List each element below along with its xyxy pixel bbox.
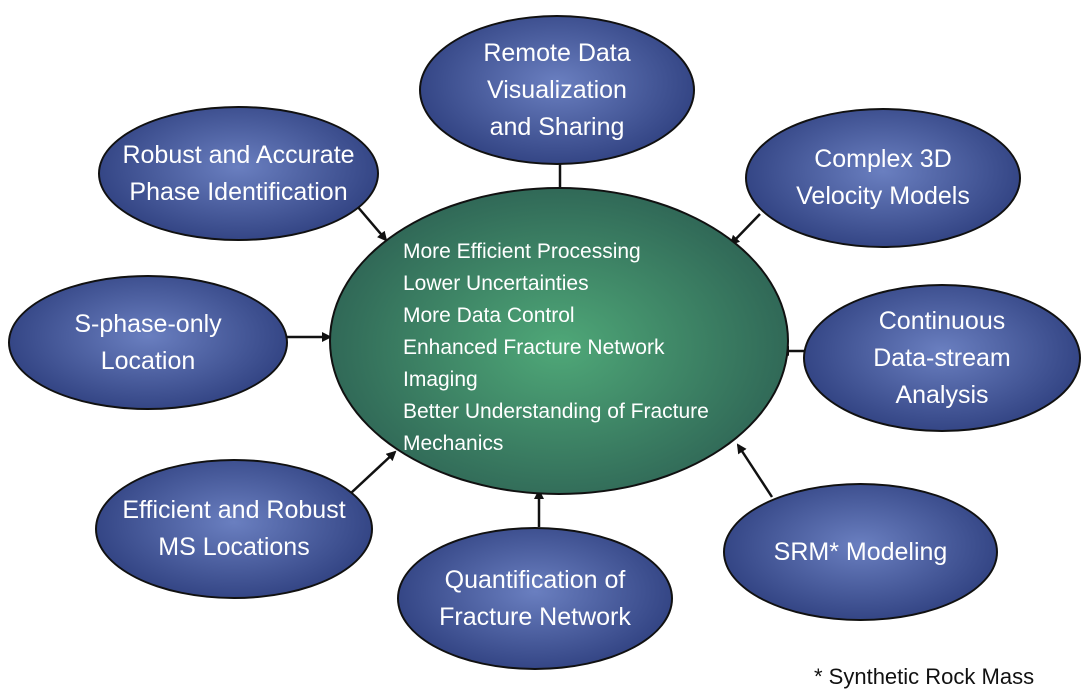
node-label: Velocity Models (796, 182, 970, 210)
footnote: * Synthetic Rock Mass (814, 664, 1035, 689)
center-ellipse (329, 187, 789, 495)
arrow-srm-modeling (736, 443, 774, 498)
center-line: Enhanced Fracture Network (403, 336, 665, 359)
center-line: Better Understanding of Fracture (403, 400, 709, 423)
center-line: Lower Uncertainties (403, 272, 589, 295)
node-fracture-quantification: Quantification of Fracture Network (397, 527, 673, 670)
center-text: More Efficient Processing Lower Uncertai… (403, 236, 783, 460)
center-line: Imaging (403, 368, 478, 391)
node-label: Quantification of (444, 565, 626, 594)
node-label: Analysis (895, 380, 989, 409)
node-s-phase-location: S-phase-only Location (8, 275, 288, 410)
node-label: Continuous (878, 306, 1006, 335)
node-label: SRM* Modeling (773, 537, 948, 566)
node-label: Robust and Accurate (122, 140, 355, 169)
center-line: More Efficient Processing (403, 240, 641, 263)
node-label: and Sharing (489, 112, 625, 141)
node-remote-data: Remote Data Visualization and Sharing (419, 15, 695, 165)
node-srm-modeling: SRM* Modeling (723, 483, 998, 621)
node-label: MS Locations (158, 533, 310, 561)
node-label: Data-stream (873, 343, 1011, 372)
center-line: Mechanics (403, 432, 504, 455)
node-velocity-models: Complex 3D Velocity Models (745, 108, 1021, 248)
node-label: Visualization (487, 75, 627, 104)
node-phase-identification: Robust and Accurate Phase Identification (98, 106, 379, 241)
node-label: Complex 3D (814, 145, 952, 173)
node-label: Fracture Network (439, 602, 631, 631)
arrow-phase-identification (356, 205, 388, 242)
arrow-velocity-models (729, 213, 761, 246)
node-label: Efficient and Robust (122, 496, 346, 524)
node-data-stream: Continuous Data-stream Analysis (803, 284, 1081, 432)
node-label: Location (100, 346, 196, 375)
center-line: More Data Control (403, 304, 575, 327)
node-label: S-phase-only (74, 309, 222, 338)
arrow-ms-locations (350, 450, 397, 494)
node-label: Phase Identification (129, 177, 348, 206)
node-ms-locations: Efficient and Robust MS Locations (95, 459, 373, 599)
node-label: Remote Data (483, 38, 631, 67)
